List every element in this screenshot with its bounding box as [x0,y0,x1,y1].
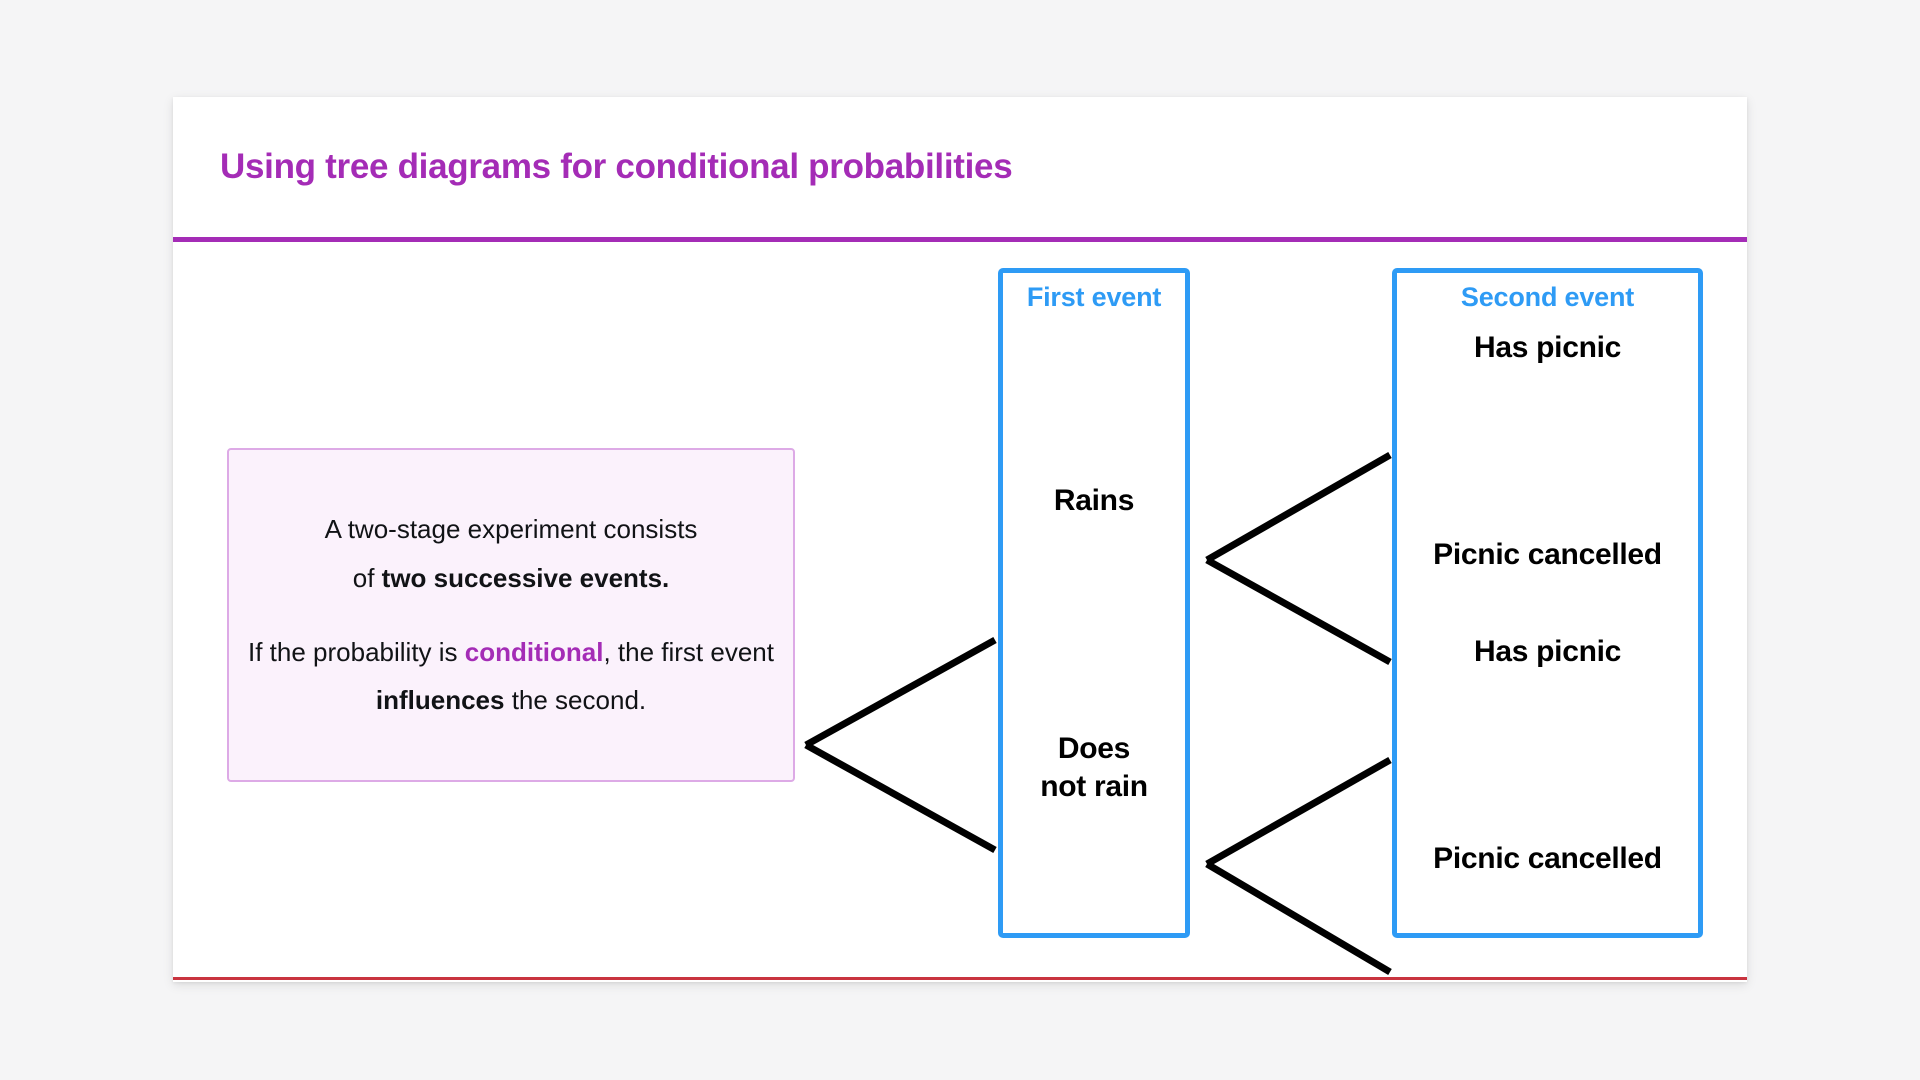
node-has-picnic-no-rain: Has picnic [1473,635,1622,668]
node-does-not-rain: Does not rain [1040,732,1148,804]
first-event-column [998,268,1190,938]
page-title: Using tree diagrams for conditional prob… [220,147,1013,186]
second-event-column [1392,268,1703,938]
node-picnic-cancelled-no-rain: Picnic cancelled [1433,842,1662,875]
node-picnic-cancelled-rains: Picnic cancelled [1433,538,1662,571]
tree-branch-rains-to-picnic-cancelled [1205,556,1392,666]
explanation-paragraph-1: A two-stage experiment consists of two s… [229,505,793,602]
explanation-seg-2: , the first event [603,637,774,667]
explanation-line-2-bold: two successive events. [381,562,670,593]
second-event-heading: Second event [1460,282,1635,312]
tree-diagram-canvas: A two-stage experiment consists of two s… [173,242,1747,977]
tree-branch-root-to-rains [804,636,997,749]
keyword-conditional: conditional [464,637,604,667]
node-has-picnic-rains: Has picnic [1473,331,1622,364]
title-divider [173,237,1747,242]
explanation-paragraph-2: If the probability is conditional, the f… [229,628,793,725]
explanation-line-1: A two-stage experiment consists [324,514,698,545]
keyword-influences: influences [375,685,505,716]
explanation-seg-1: If the probability is [248,637,465,667]
bottom-accent-rule [173,977,1747,980]
tree-branch-root-to-does-not-rain [804,741,997,854]
first-event-heading: First event [1026,282,1162,312]
node-rains: Rains [1053,484,1135,517]
tree-branch-rains-to-has-picnic [1205,451,1392,564]
tree-branch-norain-to-picnic-cancelled [1205,860,1392,976]
slide-card: Using tree diagrams for conditional prob… [173,97,1747,982]
tree-branch-norain-to-has-picnic [1205,756,1392,868]
explanation-callout: A two-stage experiment consists of two s… [227,448,795,782]
explanation-line-2-plain: of [352,562,382,593]
explanation-seg-3: the second. [504,685,647,716]
